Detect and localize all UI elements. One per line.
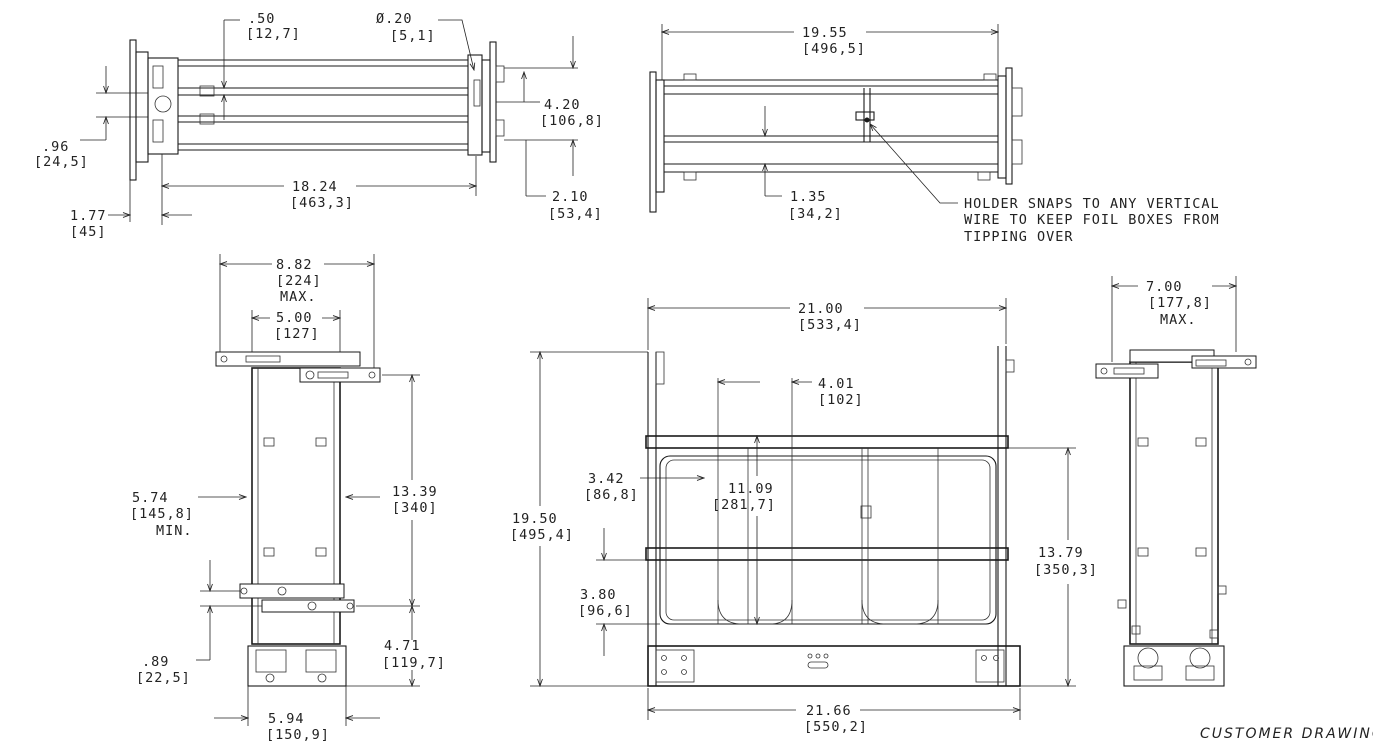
dim-882-note: MAX. xyxy=(280,289,317,305)
dim-210: 2.10 xyxy=(552,189,589,205)
front-view-dimensions: 21.00 [533,4] 4.01 [102] 3.42 [86,8] 11.… xyxy=(510,301,1098,735)
dim-089-mm: [22,5] xyxy=(136,670,191,686)
dim-096-mm: [24,5] xyxy=(34,154,89,170)
dim-700: 7.00 xyxy=(1146,279,1183,295)
right-side-view xyxy=(1095,276,1257,687)
dim-177-mm: [45] xyxy=(70,224,107,240)
dim-700-mm: [177,8] xyxy=(1148,295,1212,311)
front-view xyxy=(530,298,1076,720)
dim-050-mm: [12,7] xyxy=(246,26,301,42)
dim-574-mm: [145,8] xyxy=(130,506,194,522)
holder-note-line-2: WIRE TO KEEP FOIL BOXES FROM xyxy=(964,212,1220,228)
dim-471: 4.71 xyxy=(384,638,421,654)
top-left-view xyxy=(80,19,578,225)
dim-1339: 13.39 xyxy=(392,484,438,500)
top-right-view xyxy=(649,24,1023,213)
dim-380-mm: [96,6] xyxy=(578,603,633,619)
dim-1950: 19.50 xyxy=(512,511,558,527)
dim-2100: 21.00 xyxy=(798,301,844,317)
dim-096: .96 xyxy=(42,139,69,155)
dim-574: 5.74 xyxy=(132,490,169,506)
right-side-dimensions: 7.00 [177,8] MAX. xyxy=(1146,279,1212,328)
side-view xyxy=(196,254,420,726)
dim-420: 4.20 xyxy=(544,97,581,113)
dim-020: Ø.20 xyxy=(376,11,413,27)
dim-2100-mm: [533,4] xyxy=(798,317,862,333)
drawing-caption: CUSTOMER DRAWING xyxy=(1200,726,1373,742)
holder-note-line-1: HOLDER SNAPS TO ANY VERTICAL xyxy=(964,196,1220,212)
top-right-dimensions: 19.55 [496,5] 1.35 [34,2] HOLDER SNAPS T… xyxy=(788,25,1220,245)
dim-2166: 21.66 xyxy=(806,703,852,719)
dim-135: 1.35 xyxy=(790,189,827,205)
dim-1955-mm: [496,5] xyxy=(802,41,866,57)
dim-574-note: MIN. xyxy=(156,523,193,539)
dim-1339-mm: [340] xyxy=(392,500,438,516)
dim-342: 3.42 xyxy=(588,471,625,487)
dim-135-mm: [34,2] xyxy=(788,206,843,222)
dim-401-mm: [102] xyxy=(818,392,864,408)
dim-177: 1.77 xyxy=(70,208,107,224)
dim-882-mm: [224] xyxy=(276,273,322,289)
top-left-dimensions: .50 [12,7] Ø.20 [5,1] 4.20 [106,8] .96 [… xyxy=(34,11,604,240)
dim-089: .89 xyxy=(142,654,169,670)
dim-500-mm: [127] xyxy=(274,326,320,342)
dim-1955: 19.55 xyxy=(802,25,848,41)
dim-401: 4.01 xyxy=(818,376,855,392)
dim-1379: 13.79 xyxy=(1038,545,1084,561)
dim-471-mm: [119,7] xyxy=(382,655,446,671)
dim-594: 5.94 xyxy=(268,711,305,727)
dim-1109-mm: [281,7] xyxy=(712,497,776,513)
side-view-dimensions: 8.82 [224] MAX. 5.00 [127] 5.74 [145,8] … xyxy=(130,257,446,743)
dim-342-mm: [86,8] xyxy=(584,487,639,503)
dim-882: 8.82 xyxy=(276,257,313,273)
dim-2166-mm: [550,2] xyxy=(804,719,868,735)
dim-050: .50 xyxy=(248,11,275,27)
dim-1824-mm: [463,3] xyxy=(290,195,354,211)
dim-380: 3.80 xyxy=(580,587,617,603)
dim-1950-mm: [495,4] xyxy=(510,527,574,543)
dim-420-mm: [106,8] xyxy=(540,113,604,129)
dim-1379-mm: [350,3] xyxy=(1034,562,1098,578)
dim-594-mm: [150,9] xyxy=(266,727,330,743)
dim-1824: 18.24 xyxy=(292,179,338,195)
dim-1109: 11.09 xyxy=(728,481,774,497)
dim-020-mm: [5,1] xyxy=(390,28,436,44)
dim-210-mm: [53,4] xyxy=(548,206,603,222)
dim-500: 5.00 xyxy=(276,310,313,326)
dim-700-note: MAX. xyxy=(1160,312,1197,328)
holder-note-line-3: TIPPING OVER xyxy=(964,229,1074,245)
